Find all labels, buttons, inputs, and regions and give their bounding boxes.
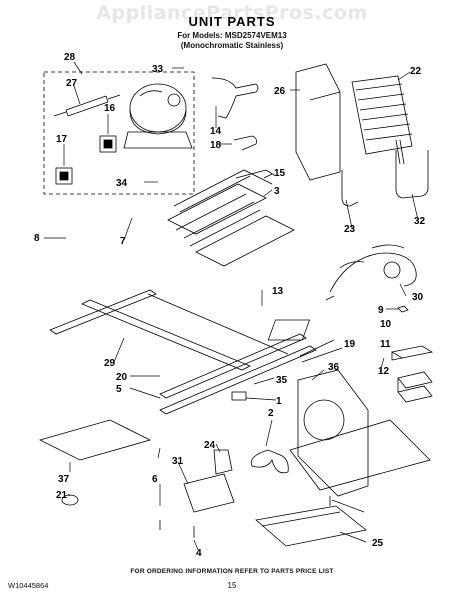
callout-29: 29 xyxy=(104,358,116,369)
callout-21: 21 xyxy=(56,490,68,501)
screw-4 xyxy=(193,496,331,538)
wire-harness-30 xyxy=(325,244,417,301)
callout-10: 10 xyxy=(380,319,392,330)
page-number: 15 xyxy=(227,581,237,590)
callout-26: 26 xyxy=(274,86,286,97)
callout-11: 11 xyxy=(380,339,391,350)
model-number: For Models: MSD2574VEM13 xyxy=(177,31,287,40)
callout-17: 17 xyxy=(56,134,68,145)
callout-28: 28 xyxy=(64,52,76,63)
part-12 xyxy=(397,371,433,403)
plate-37 xyxy=(38,419,152,461)
frame-29 xyxy=(49,289,157,335)
callout-3: 3 xyxy=(274,186,280,197)
foot-21 xyxy=(61,494,79,506)
tube-18 xyxy=(233,135,257,151)
drain-pan-25 xyxy=(255,505,367,547)
part-1 xyxy=(231,391,247,401)
compressor xyxy=(123,83,193,149)
callout-13: 13 xyxy=(272,286,284,297)
callout-1: 1 xyxy=(276,396,282,407)
watermark: AppliancePartsPros.com xyxy=(96,2,368,24)
callout-37: 37 xyxy=(58,474,70,485)
base-pan xyxy=(289,419,431,491)
model-info: For Models: MSD2574VEM13 (Monochromatic … xyxy=(0,31,464,51)
tube-23 xyxy=(341,170,359,207)
condenser-26 xyxy=(295,63,341,181)
bracket-31 xyxy=(183,473,235,513)
callout-31: 31 xyxy=(172,456,184,467)
callout-22: 22 xyxy=(410,66,422,77)
part-11 xyxy=(390,345,434,361)
callout-14: 14 xyxy=(210,126,222,137)
part-10 xyxy=(267,319,311,341)
callout-33: 33 xyxy=(152,64,164,75)
callout-16: 16 xyxy=(104,103,116,114)
callout-8: 8 xyxy=(34,233,40,244)
callout-20: 20 xyxy=(116,372,128,383)
callout-34: 34 xyxy=(116,178,128,189)
condenser-coil-3 xyxy=(167,169,295,267)
page-title: UNIT PARTS xyxy=(188,14,276,29)
callout-18: 18 xyxy=(210,140,222,151)
callout-36: 36 xyxy=(328,362,340,373)
overload-part xyxy=(55,167,73,185)
callout-9: 9 xyxy=(378,305,384,316)
fan-blade-2 xyxy=(250,449,289,474)
callout-32: 32 xyxy=(414,216,426,227)
tube-32 xyxy=(395,150,429,199)
callout-5: 5 xyxy=(116,384,122,395)
model-finish: (Monochromatic Stainless) xyxy=(180,41,284,50)
callout-30: 30 xyxy=(412,292,424,303)
callout-23: 23 xyxy=(344,224,356,235)
shroud-36 xyxy=(297,369,369,497)
callout-12: 12 xyxy=(378,366,390,377)
callout-27: 27 xyxy=(66,78,78,89)
bracket-15 xyxy=(235,169,277,179)
callout-24: 24 xyxy=(204,440,216,451)
callout-19: 19 xyxy=(344,339,356,350)
evaporator-22 xyxy=(351,75,413,155)
rail-5 xyxy=(159,333,307,399)
fan-motor-24 xyxy=(213,449,233,475)
callout-25: 25 xyxy=(372,538,384,549)
callout-6: 6 xyxy=(152,474,158,485)
compressor-group-box xyxy=(43,71,195,195)
document-number: W10445864 xyxy=(8,581,49,590)
callout-35: 35 xyxy=(276,375,288,386)
part-9 xyxy=(397,305,409,313)
screw-19 xyxy=(301,347,343,363)
callout-2: 2 xyxy=(268,408,274,419)
callout-15: 15 xyxy=(274,168,286,179)
tube-14 xyxy=(211,77,259,119)
callout-4: 4 xyxy=(196,548,202,559)
ordering-info: FOR ORDERING INFORMATION REFER TO PARTS … xyxy=(130,568,334,575)
capacitor-part xyxy=(53,94,121,117)
relay-part xyxy=(99,135,117,153)
callout-7: 7 xyxy=(120,236,126,247)
